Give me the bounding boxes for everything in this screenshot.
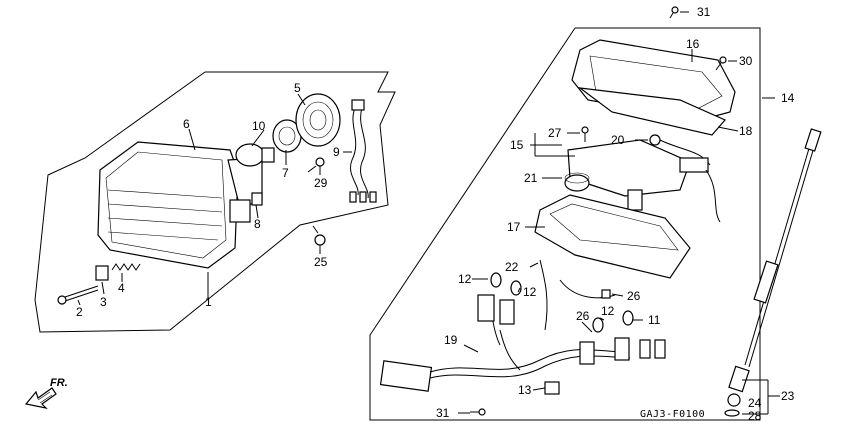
screw-25 (312, 225, 326, 246)
label-20: 20 (611, 133, 625, 147)
label-26-a: 26 (627, 289, 641, 303)
adjusting-screw (57, 285, 99, 305)
meter-base-plate (567, 139, 691, 211)
label-24: 24 (748, 396, 762, 410)
label-12-c: 12 (601, 304, 615, 318)
label-17: 17 (507, 220, 521, 234)
label-5: 5 (294, 81, 301, 95)
label-12-b: 12 (523, 285, 537, 299)
label-23: 23 (781, 389, 795, 403)
label-27: 27 (548, 126, 562, 140)
label-28: 28 (748, 409, 762, 423)
label-14: 14 (781, 91, 795, 105)
grommet-21 (564, 172, 590, 192)
front-direction-arrow (24, 387, 57, 409)
spring-4 (111, 263, 141, 271)
label-8: 8 (254, 217, 261, 231)
meter-case (534, 194, 691, 279)
label-18: 18 (739, 124, 753, 138)
label-11: 11 (648, 313, 661, 327)
label-19: 19 (444, 333, 458, 347)
label-30: 30 (739, 54, 753, 68)
screw-31-bottom (470, 408, 486, 416)
label-21: 21 (524, 171, 538, 185)
label-16: 16 (686, 37, 700, 51)
label-3: 3 (100, 295, 107, 309)
screw-30 (715, 56, 727, 71)
label-13: 13 (518, 383, 532, 397)
label-26-b: 26 (576, 309, 590, 323)
label-1: 1 (205, 295, 212, 309)
label-12-a: 12 (458, 272, 472, 286)
label-7: 7 (282, 166, 289, 180)
label-4: 4 (118, 281, 125, 295)
label-2: 2 (76, 305, 83, 319)
meter-harness (379, 259, 666, 395)
meter-group-outline (369, 27, 761, 421)
leader-lines (77, 11, 780, 415)
screw-29 (307, 157, 325, 173)
label-31-top: 31 (697, 5, 711, 19)
label-15: 15 (510, 138, 524, 152)
headlight-group-outline (34, 71, 396, 333)
indicator-socket-20 (649, 134, 721, 223)
front-direction-label: FR. (50, 377, 68, 389)
label-29: 29 (314, 176, 328, 190)
label-10: 10 (252, 119, 266, 133)
dust-cover (295, 93, 341, 147)
label-9: 9 (333, 145, 340, 159)
headlight-bulb (235, 143, 275, 167)
speedometer-cable (724, 128, 822, 417)
screw-31-top (669, 6, 679, 19)
clip-8 (251, 192, 263, 206)
label-31-bottom: 31 (436, 406, 450, 420)
nut-3 (95, 265, 109, 281)
headlight-harness (349, 99, 377, 203)
label-6: 6 (183, 117, 190, 131)
screw-27 (581, 126, 589, 142)
label-22: 22 (505, 260, 519, 274)
drawing-code: GAJ3-F0100 (640, 409, 705, 420)
label-25: 25 (314, 255, 328, 269)
